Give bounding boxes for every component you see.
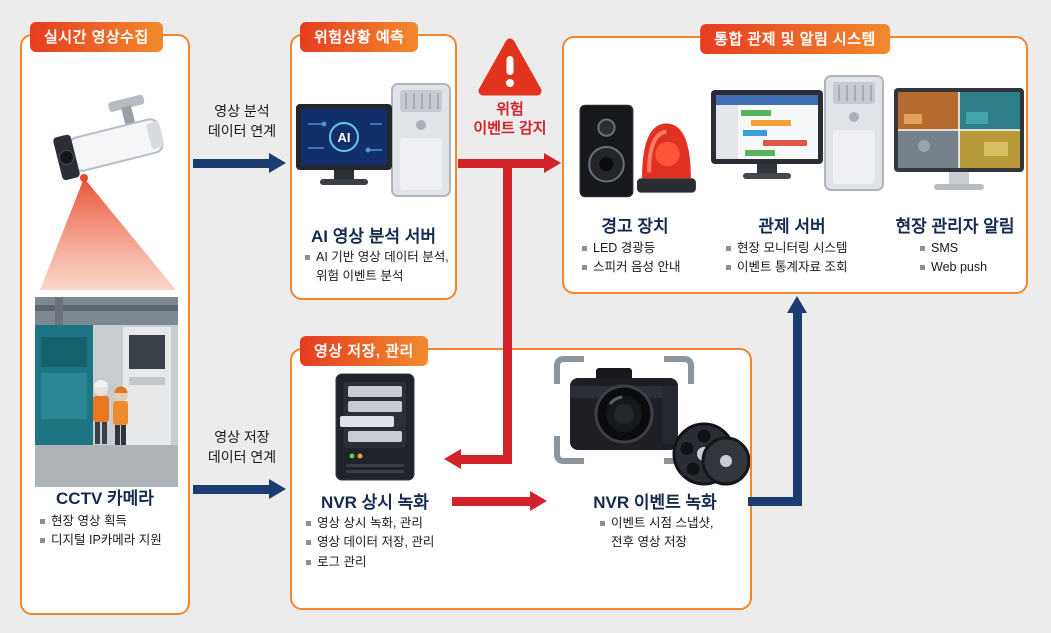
arrow-danger-horizontal-shaft xyxy=(458,159,544,168)
arrow-event-to-control-vshaft xyxy=(793,312,802,506)
bullet-item: Web push xyxy=(920,258,987,277)
manager-alert-bullets: SMS Web push xyxy=(920,239,987,278)
bullet-item: AI 기반 영상 데이터 분석, xyxy=(305,248,449,267)
warning-triangle-icon xyxy=(478,38,542,96)
nvr-recorder-icon xyxy=(335,373,415,481)
link-label-line: 데이터 연계 xyxy=(207,123,277,140)
bullet-continuation: 위험 이벤트 분석 xyxy=(316,269,404,284)
ai-server-title: AI 영상 분석 서버 xyxy=(310,227,436,246)
manager-alert-title: 현장 관리자 알림 xyxy=(895,217,1015,236)
bullet-item: 현장 모니터링 시스템 xyxy=(726,239,847,258)
arrow-analysis-shaft xyxy=(193,159,269,168)
arrow-nvr-to-event-shaft xyxy=(452,497,530,506)
bullet-item: 로그 관리 xyxy=(306,553,434,572)
arrow-trigger-head xyxy=(444,449,461,469)
ai-server-bullets: AI 기반 영상 데이터 분석, 위험 이벤트 분석 xyxy=(305,248,449,287)
danger-event-detected-label: 위험 이벤트 감지 xyxy=(462,101,558,139)
badge-video-storage: 영상 저장, 관리 xyxy=(300,336,428,366)
cctv-camera-bullets: 현장 영상 획득 디지털 IP카메라 지원 xyxy=(40,512,162,551)
link-label-line: 데이터 연계 xyxy=(207,449,277,466)
control-server-title: 관제 서버 xyxy=(758,217,826,236)
manager-monitor-icon xyxy=(894,88,1024,190)
panel-realtime-collection: 실시간 영상수집 xyxy=(20,22,190,615)
bullet-item: 이벤트 통계자료 조회 xyxy=(726,258,847,277)
arrow-danger-vertical-shaft xyxy=(503,159,512,464)
link-label-line: 영상 저장 xyxy=(214,429,270,445)
link-label-analysis: 영상 분석 데이터 연계 xyxy=(196,101,288,142)
danger-label-line: 위험 xyxy=(496,101,524,118)
nvr-recording-bullets: 영상 상시 녹화, 관리 영상 데이터 저장, 관리 로그 관리 xyxy=(306,514,434,572)
badge-danger-prediction: 위험상황 예측 xyxy=(300,22,419,52)
arrow-storage-head xyxy=(269,479,286,499)
control-server-icon xyxy=(711,75,884,191)
panel-danger-prediction: 위험상황 예측 AI AI 영상 분석 서버 AI 기반 영상 데이터 분석, xyxy=(290,22,457,300)
arrow-analysis-head xyxy=(269,153,286,173)
bullet-item: 디지털 IP카메라 지원 xyxy=(40,531,162,550)
nvr-recording-title: NVR 상시 녹화 xyxy=(321,493,429,512)
panel-video-storage: 영상 저장, 관리 NVR 상시 녹화 영상 상시 녹화, 관리 영상 데이터 … xyxy=(290,336,752,610)
arrow-event-to-control-hshaft xyxy=(748,497,802,506)
bullet-item: 영상 상시 녹화, 관리 xyxy=(306,514,434,533)
link-label-line: 영상 분석 xyxy=(214,103,270,119)
speaker-and-beacon-icon xyxy=(579,104,696,198)
factory-site-photo xyxy=(35,297,178,487)
arrow-storage-shaft xyxy=(193,485,269,494)
bullet-item: 영상 데이터 저장, 관리 xyxy=(306,533,434,552)
badge-integrated-control: 통합 관제 및 알림 시스템 xyxy=(700,24,890,54)
link-label-storage: 영상 저장 데이터 연계 xyxy=(196,427,288,468)
panel-integrated-control: 통합 관제 및 알림 시스템 경고 장치 LED 경광등 스피커 음성 안내 xyxy=(562,24,1028,294)
arrow-danger-head xyxy=(544,153,561,173)
cctv-camera-title: CCTV 카메라 xyxy=(56,489,154,508)
ai-analysis-server-icon: AI xyxy=(296,83,451,197)
control-server-bullets: 현장 모니터링 시스템 이벤트 통계자료 조회 xyxy=(726,239,847,278)
cctv-bullet-camera-icon xyxy=(40,94,176,290)
arrow-nvr-to-event-head xyxy=(530,491,547,511)
svg-text:AI: AI xyxy=(338,130,351,145)
event-camera-and-film-icon xyxy=(554,356,750,486)
nvr-event-recording-title: NVR 이벤트 녹화 xyxy=(593,493,717,512)
arrow-event-to-control-head xyxy=(787,296,807,313)
bullet-item: 이벤트 시점 스냅샷, xyxy=(600,514,713,533)
bullet-continuation: 전후 영상 저장 xyxy=(611,535,687,550)
alert-devices-bullets: LED 경광등 스피커 음성 안내 xyxy=(582,239,680,278)
bullet-item: LED 경광등 xyxy=(582,239,680,258)
badge-realtime-collection: 실시간 영상수집 xyxy=(30,22,163,52)
arrow-trigger-shaft xyxy=(461,455,512,464)
nvr-event-recording-bullets: 이벤트 시점 스냅샷, 전후 영상 저장 xyxy=(600,514,713,553)
danger-label-line: 이벤트 감지 xyxy=(473,119,547,137)
alert-devices-title: 경고 장치 xyxy=(601,217,669,236)
bullet-item: 스피커 음성 안내 xyxy=(582,258,680,277)
bullet-item: SMS xyxy=(920,239,987,258)
bullet-item: 현장 영상 획득 xyxy=(40,512,162,531)
